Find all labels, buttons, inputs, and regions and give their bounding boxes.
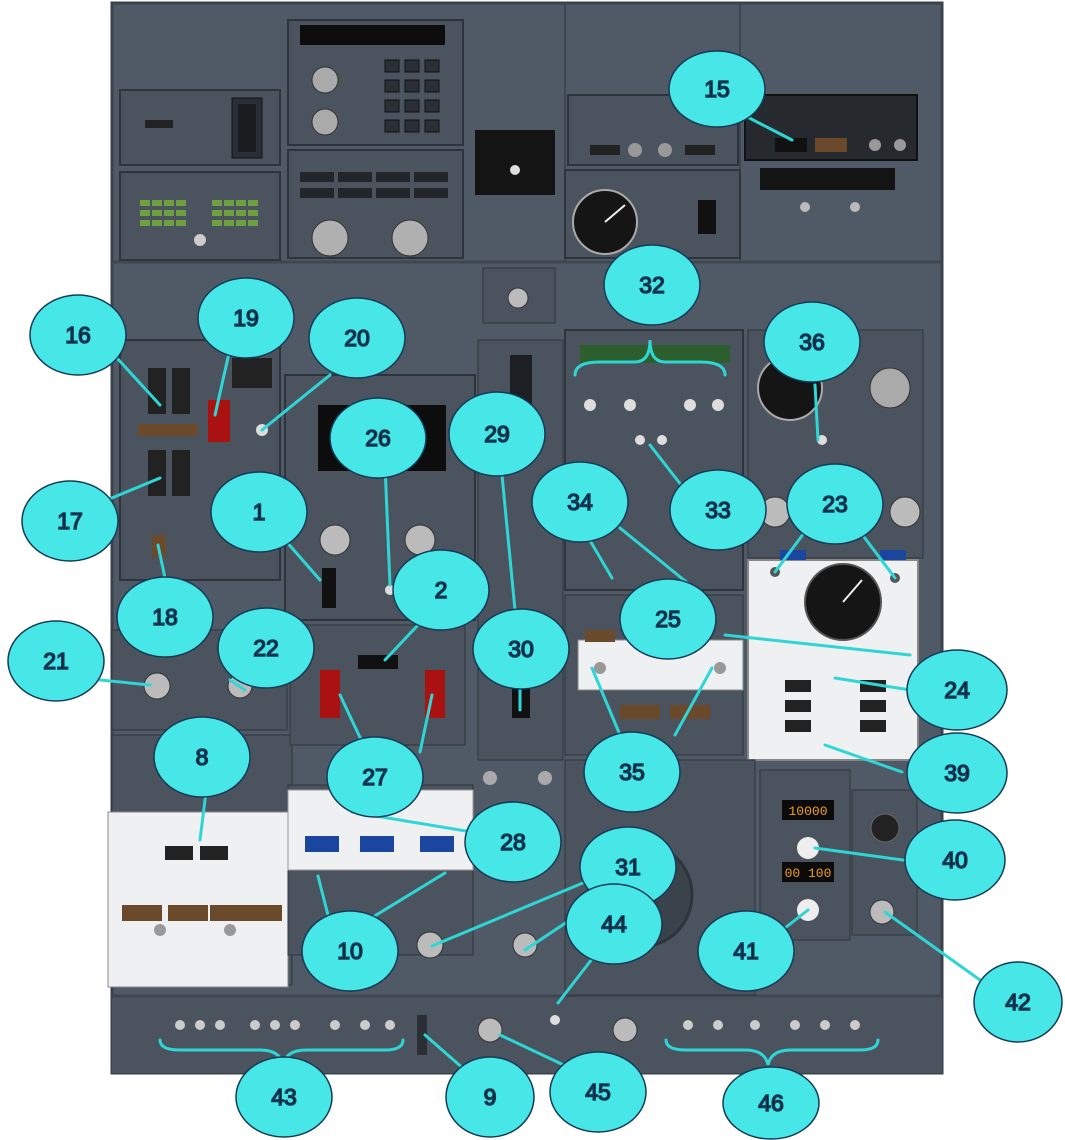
callout-label-45: 45 (585, 1079, 611, 1105)
callout-label-21: 21 (43, 648, 69, 674)
callout-22: 22 (218, 608, 314, 688)
callout-label-19: 19 (233, 305, 259, 331)
callout-41: 41 (698, 911, 794, 991)
callout-26: 26 (330, 398, 426, 478)
callout-45: 45 (550, 1052, 646, 1132)
callout-label-44: 44 (601, 911, 627, 937)
callout-label-24: 24 (944, 677, 970, 703)
callout-15: 15 (669, 51, 765, 127)
callout-21: 21 (8, 621, 104, 701)
callout-label-17: 17 (57, 508, 83, 534)
callout-8: 8 (154, 717, 250, 797)
callout-label-39: 39 (944, 760, 970, 786)
callout-label-25: 25 (655, 606, 681, 632)
callout-label-15: 15 (704, 76, 730, 102)
pressurization-panel (748, 550, 918, 760)
flight-altitude-display: 10000 (788, 804, 827, 819)
callout-9: 9 (446, 1057, 534, 1137)
altitude-selector-module: 10000 00 100 (760, 770, 917, 940)
callout-27: 27 (327, 737, 423, 817)
callout-label-40: 40 (942, 847, 968, 873)
flap-indicator-module (120, 172, 280, 260)
callout-label-1: 1 (253, 499, 266, 525)
callout-25: 25 (620, 579, 716, 659)
callout-label-22: 22 (253, 635, 279, 661)
callout-label-36: 36 (799, 329, 825, 355)
callout-40: 40 (905, 820, 1005, 900)
callout-label-18: 18 (152, 604, 178, 630)
callout-32: 32 (604, 245, 700, 325)
callout-label-41: 41 (733, 938, 759, 964)
callout-2: 2 (393, 550, 489, 630)
callout-label-35: 35 (619, 759, 645, 785)
ac-switches-module (288, 150, 463, 258)
callout-label-27: 27 (362, 764, 388, 790)
callout-label-46: 46 (758, 1090, 784, 1116)
callout-43: 43 (236, 1057, 332, 1137)
callout-label-32: 32 (639, 272, 665, 298)
callout-29: 29 (449, 392, 545, 476)
callout-label-43: 43 (271, 1084, 297, 1110)
callout-label-28: 28 (500, 829, 526, 855)
callout-label-10: 10 (337, 938, 363, 964)
callout-35: 35 (584, 732, 680, 812)
callout-label-23: 23 (822, 491, 848, 517)
callout-label-2: 2 (435, 577, 448, 603)
callout-33: 33 (670, 470, 766, 550)
hydraulic-module (565, 330, 743, 590)
callout-30: 30 (473, 609, 569, 689)
callout-44: 44 (566, 884, 662, 964)
callout-label-33: 33 (705, 497, 731, 523)
callout-28: 28 (465, 802, 561, 882)
callout-label-8: 8 (196, 744, 209, 770)
callout-label-30: 30 (508, 636, 534, 662)
callout-10: 10 (302, 911, 398, 991)
callout-18: 18 (117, 577, 213, 657)
callout-label-42: 42 (1005, 989, 1031, 1015)
cvr-knob-module (483, 268, 555, 323)
callout-39: 39 (907, 733, 1007, 813)
callout-23: 23 (787, 464, 883, 544)
top-left-module (120, 90, 280, 165)
callout-20: 20 (309, 298, 405, 378)
callout-46: 46 (723, 1067, 819, 1139)
bottom-switch-strip (112, 998, 942, 1073)
callout-42: 42 (974, 962, 1062, 1042)
callout-label-20: 20 (344, 325, 370, 351)
callout-34: 34 (532, 462, 628, 542)
service-interphone-module (475, 130, 555, 195)
callout-1: 1 (211, 472, 307, 552)
callout-16: 16 (30, 295, 126, 375)
callout-label-34: 34 (567, 489, 593, 515)
window-heat-module (290, 625, 465, 745)
callout-label-16: 16 (65, 322, 91, 348)
callout-24: 24 (907, 650, 1007, 730)
callout-19: 19 (198, 278, 294, 358)
keypad-module (288, 20, 463, 145)
callout-label-9: 9 (484, 1084, 497, 1110)
landing-altitude-display: 00 100 (785, 866, 832, 881)
callout-label-31: 31 (615, 854, 641, 880)
callout-36: 36 (764, 302, 860, 382)
callout-label-26: 26 (365, 425, 391, 451)
callout-17: 17 (22, 481, 118, 561)
callout-label-29: 29 (484, 421, 510, 447)
